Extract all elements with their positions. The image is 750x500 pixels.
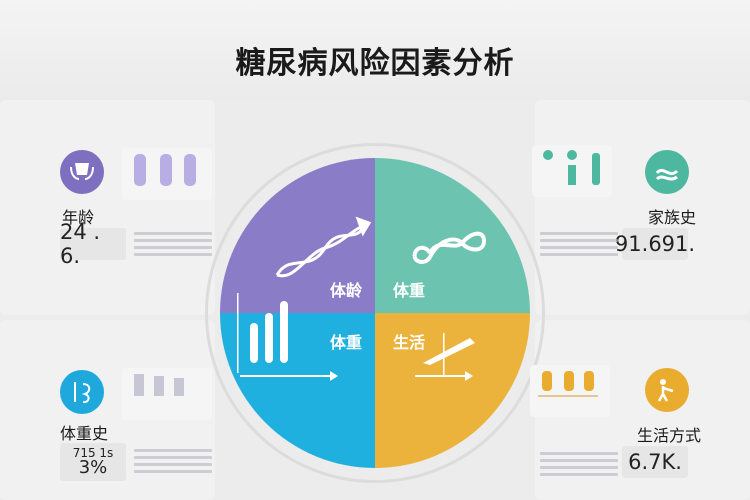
factor-value-age: 24 . 6. <box>60 220 126 268</box>
factor-value-lifestyle: 6.7K. <box>622 446 688 478</box>
pie-segment-2 <box>375 158 530 313</box>
wave-icon <box>645 150 689 194</box>
factor-value-family: 91.691. <box>615 228 695 260</box>
weight-caption-lines <box>134 445 212 477</box>
panel-age <box>0 100 215 315</box>
family-thumbnail-chart <box>532 145 612 197</box>
page-title: 糖尿病风险因素分析 <box>235 46 515 81</box>
person-icon <box>645 368 689 412</box>
fork-icon <box>60 370 104 414</box>
weight-value-top: 715 1s <box>72 446 114 460</box>
pie-segment-1 <box>220 158 375 313</box>
factor-label-lifestyle: 生活方式 <box>637 426 702 445</box>
pie-outer-ring <box>205 143 545 483</box>
pie-label-3: 体重 <box>330 333 363 352</box>
lifestyle-thumbnail-chart <box>530 365 610 417</box>
panel-family <box>535 100 750 315</box>
family-caption-lines <box>540 228 618 260</box>
age-thumbnail-chart <box>122 148 212 200</box>
lifestyle-caption-lines <box>540 448 618 480</box>
dna-icon <box>275 216 372 278</box>
factor-label-age: 年龄 <box>62 208 95 227</box>
age-caption-lines <box>134 228 212 260</box>
pie-label-4: 生活 <box>393 333 426 352</box>
factor-label-weight: 体重史 <box>60 424 109 443</box>
pie-segment-3 <box>220 313 375 468</box>
header-band <box>0 0 750 100</box>
pie-label-2: 体重 <box>393 281 426 300</box>
infinity-icon <box>412 231 487 264</box>
factor-label-family: 家族史 <box>648 208 697 227</box>
cup-icon <box>60 150 104 194</box>
weight-thumbnail-chart <box>122 368 212 420</box>
pie-segment-4 <box>375 313 530 468</box>
weight-value: 3% <box>78 457 108 478</box>
trend-arrow-icon <box>415 333 475 381</box>
pie-label-1: 体龄 <box>330 281 363 300</box>
bar-chart-icon <box>237 293 338 381</box>
pie-diagram <box>220 158 530 468</box>
factor-value-weight: 715 1s 3% <box>60 443 126 481</box>
